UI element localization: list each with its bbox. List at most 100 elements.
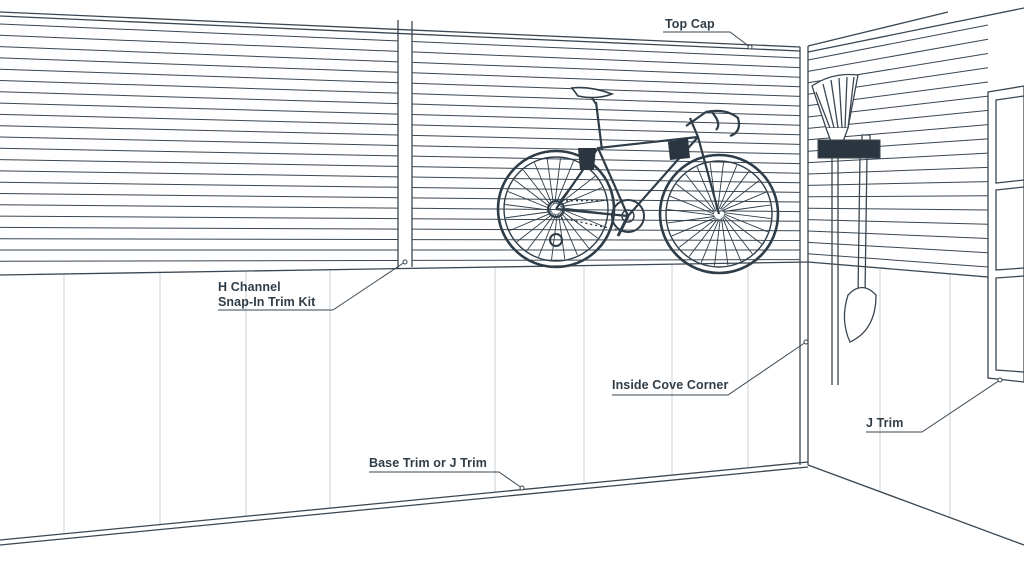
wall-slat-line	[0, 34, 399, 52]
side-slat-line	[807, 38, 989, 72]
wall-structure	[0, 7, 1024, 546]
wheel-spoke	[669, 195, 715, 215]
j-trim-label: J Trim	[866, 416, 904, 430]
wheel-spoke	[516, 212, 554, 243]
wall-slat-line	[411, 207, 801, 213]
wheel-spoke	[723, 204, 771, 212]
side-wall-lower-panels	[879, 268, 951, 518]
wall-slat-line	[0, 147, 399, 157]
bicycle	[496, 86, 780, 275]
wall-slat-line	[411, 134, 801, 145]
back-wall-slat-panels	[0, 23, 801, 262]
wall-slat-line	[0, 46, 399, 63]
side-slat-line	[807, 253, 989, 268]
wheel-spoke	[700, 218, 720, 264]
wall-slat-line	[0, 193, 399, 199]
wall-slat-line	[411, 155, 801, 165]
base-trim-label: Base Trim or J Trim	[369, 456, 487, 470]
wheel-spoke	[559, 211, 590, 249]
wall-slat-line	[411, 61, 801, 78]
wheel-spoke	[546, 158, 554, 205]
inside-cove-corner-label: Inside Cove Corner	[612, 378, 729, 392]
wheel-spoke	[538, 213, 557, 258]
base-trim	[0, 461, 809, 546]
bicycle-saddle	[570, 86, 615, 99]
wall-slat-line	[411, 145, 801, 155]
window	[987, 85, 1024, 383]
wheel-spoke	[559, 212, 578, 256]
side-slat-line	[807, 195, 989, 198]
wheel-spoke	[678, 217, 717, 248]
wall-slat-line	[0, 57, 399, 73]
wall-slat-line	[0, 204, 399, 209]
wall-slat-line	[0, 68, 399, 84]
wall-slat-line	[411, 72, 801, 88]
wall-slat-line	[0, 136, 399, 146]
leader-inside-cove	[612, 341, 807, 396]
side-slat-line	[807, 241, 989, 254]
bike-wall-mounts	[578, 138, 690, 170]
wall-slat-line	[411, 113, 801, 126]
wheel-spoke	[721, 180, 760, 211]
wheel-spoke	[505, 204, 552, 211]
wheel-spoke	[676, 183, 715, 214]
wall-slat-line	[0, 113, 399, 126]
wall-slat-line	[411, 51, 801, 69]
bicycle-handlebar	[685, 109, 741, 138]
back-wall-lower-panels	[63, 262, 749, 534]
wheel-spoke	[522, 169, 553, 207]
wall-slat-line	[411, 166, 801, 174]
wheel-spoke	[554, 158, 561, 205]
leader-top-cap	[663, 31, 751, 48]
wheel-spoke	[509, 212, 553, 231]
wheel-spoke	[667, 216, 715, 224]
wheel-spoke	[719, 171, 750, 210]
wall-slat-line	[0, 125, 399, 136]
wheel-spoke	[555, 160, 574, 205]
wall-slat-line	[0, 23, 399, 42]
wall-slat-line	[0, 259, 399, 262]
front-wheel	[658, 153, 780, 275]
top-cap-label: Top Cap	[665, 17, 715, 31]
wheel-spoke	[717, 162, 725, 210]
wheel-spoke	[560, 208, 605, 227]
side-slat-line	[807, 219, 989, 225]
side-slat-line	[807, 166, 989, 175]
wall-slat-line	[411, 186, 801, 193]
wall-slat-line	[0, 159, 399, 167]
wheel-spoke	[507, 191, 552, 210]
leader-h-channel	[332, 261, 406, 311]
h-channel-label: H Channel Snap-In Trim Kit	[218, 280, 315, 310]
top-cap-trim	[0, 11, 801, 48]
wall-hooks	[817, 139, 881, 159]
wall-slat-line	[0, 215, 399, 220]
wheel-spoke	[722, 191, 767, 211]
wheel-spoke	[723, 214, 762, 245]
wheel-spoke	[526, 213, 556, 252]
wheel-spoke	[722, 216, 753, 255]
wheel-spoke	[722, 217, 742, 262]
wall-slat-line	[0, 80, 399, 94]
wall-slat-line	[0, 238, 399, 241]
inside-cove-corner-trim	[799, 46, 809, 465]
wall-slat-line	[411, 103, 801, 117]
side-slat-line	[807, 181, 989, 186]
wheel-spoke	[685, 173, 716, 212]
wheel-spoke	[723, 213, 769, 233]
side-slat-line	[807, 207, 989, 211]
wall-slat-line	[0, 181, 399, 188]
side-slat-line	[807, 24, 989, 61]
wheel-spoke	[713, 218, 721, 266]
wall-slat-line	[411, 124, 801, 136]
wall-slat-line	[0, 170, 399, 178]
wall-slat-line	[411, 218, 801, 222]
wheel-spoke	[558, 175, 596, 206]
wheel-spoke	[534, 162, 553, 206]
wheel-spoke	[718, 164, 738, 210]
wheel-spoke	[559, 187, 603, 206]
leader-base-trim	[369, 471, 523, 489]
wheel-spoke	[560, 209, 599, 239]
shovel	[843, 134, 878, 343]
wheel-spoke	[667, 208, 715, 216]
